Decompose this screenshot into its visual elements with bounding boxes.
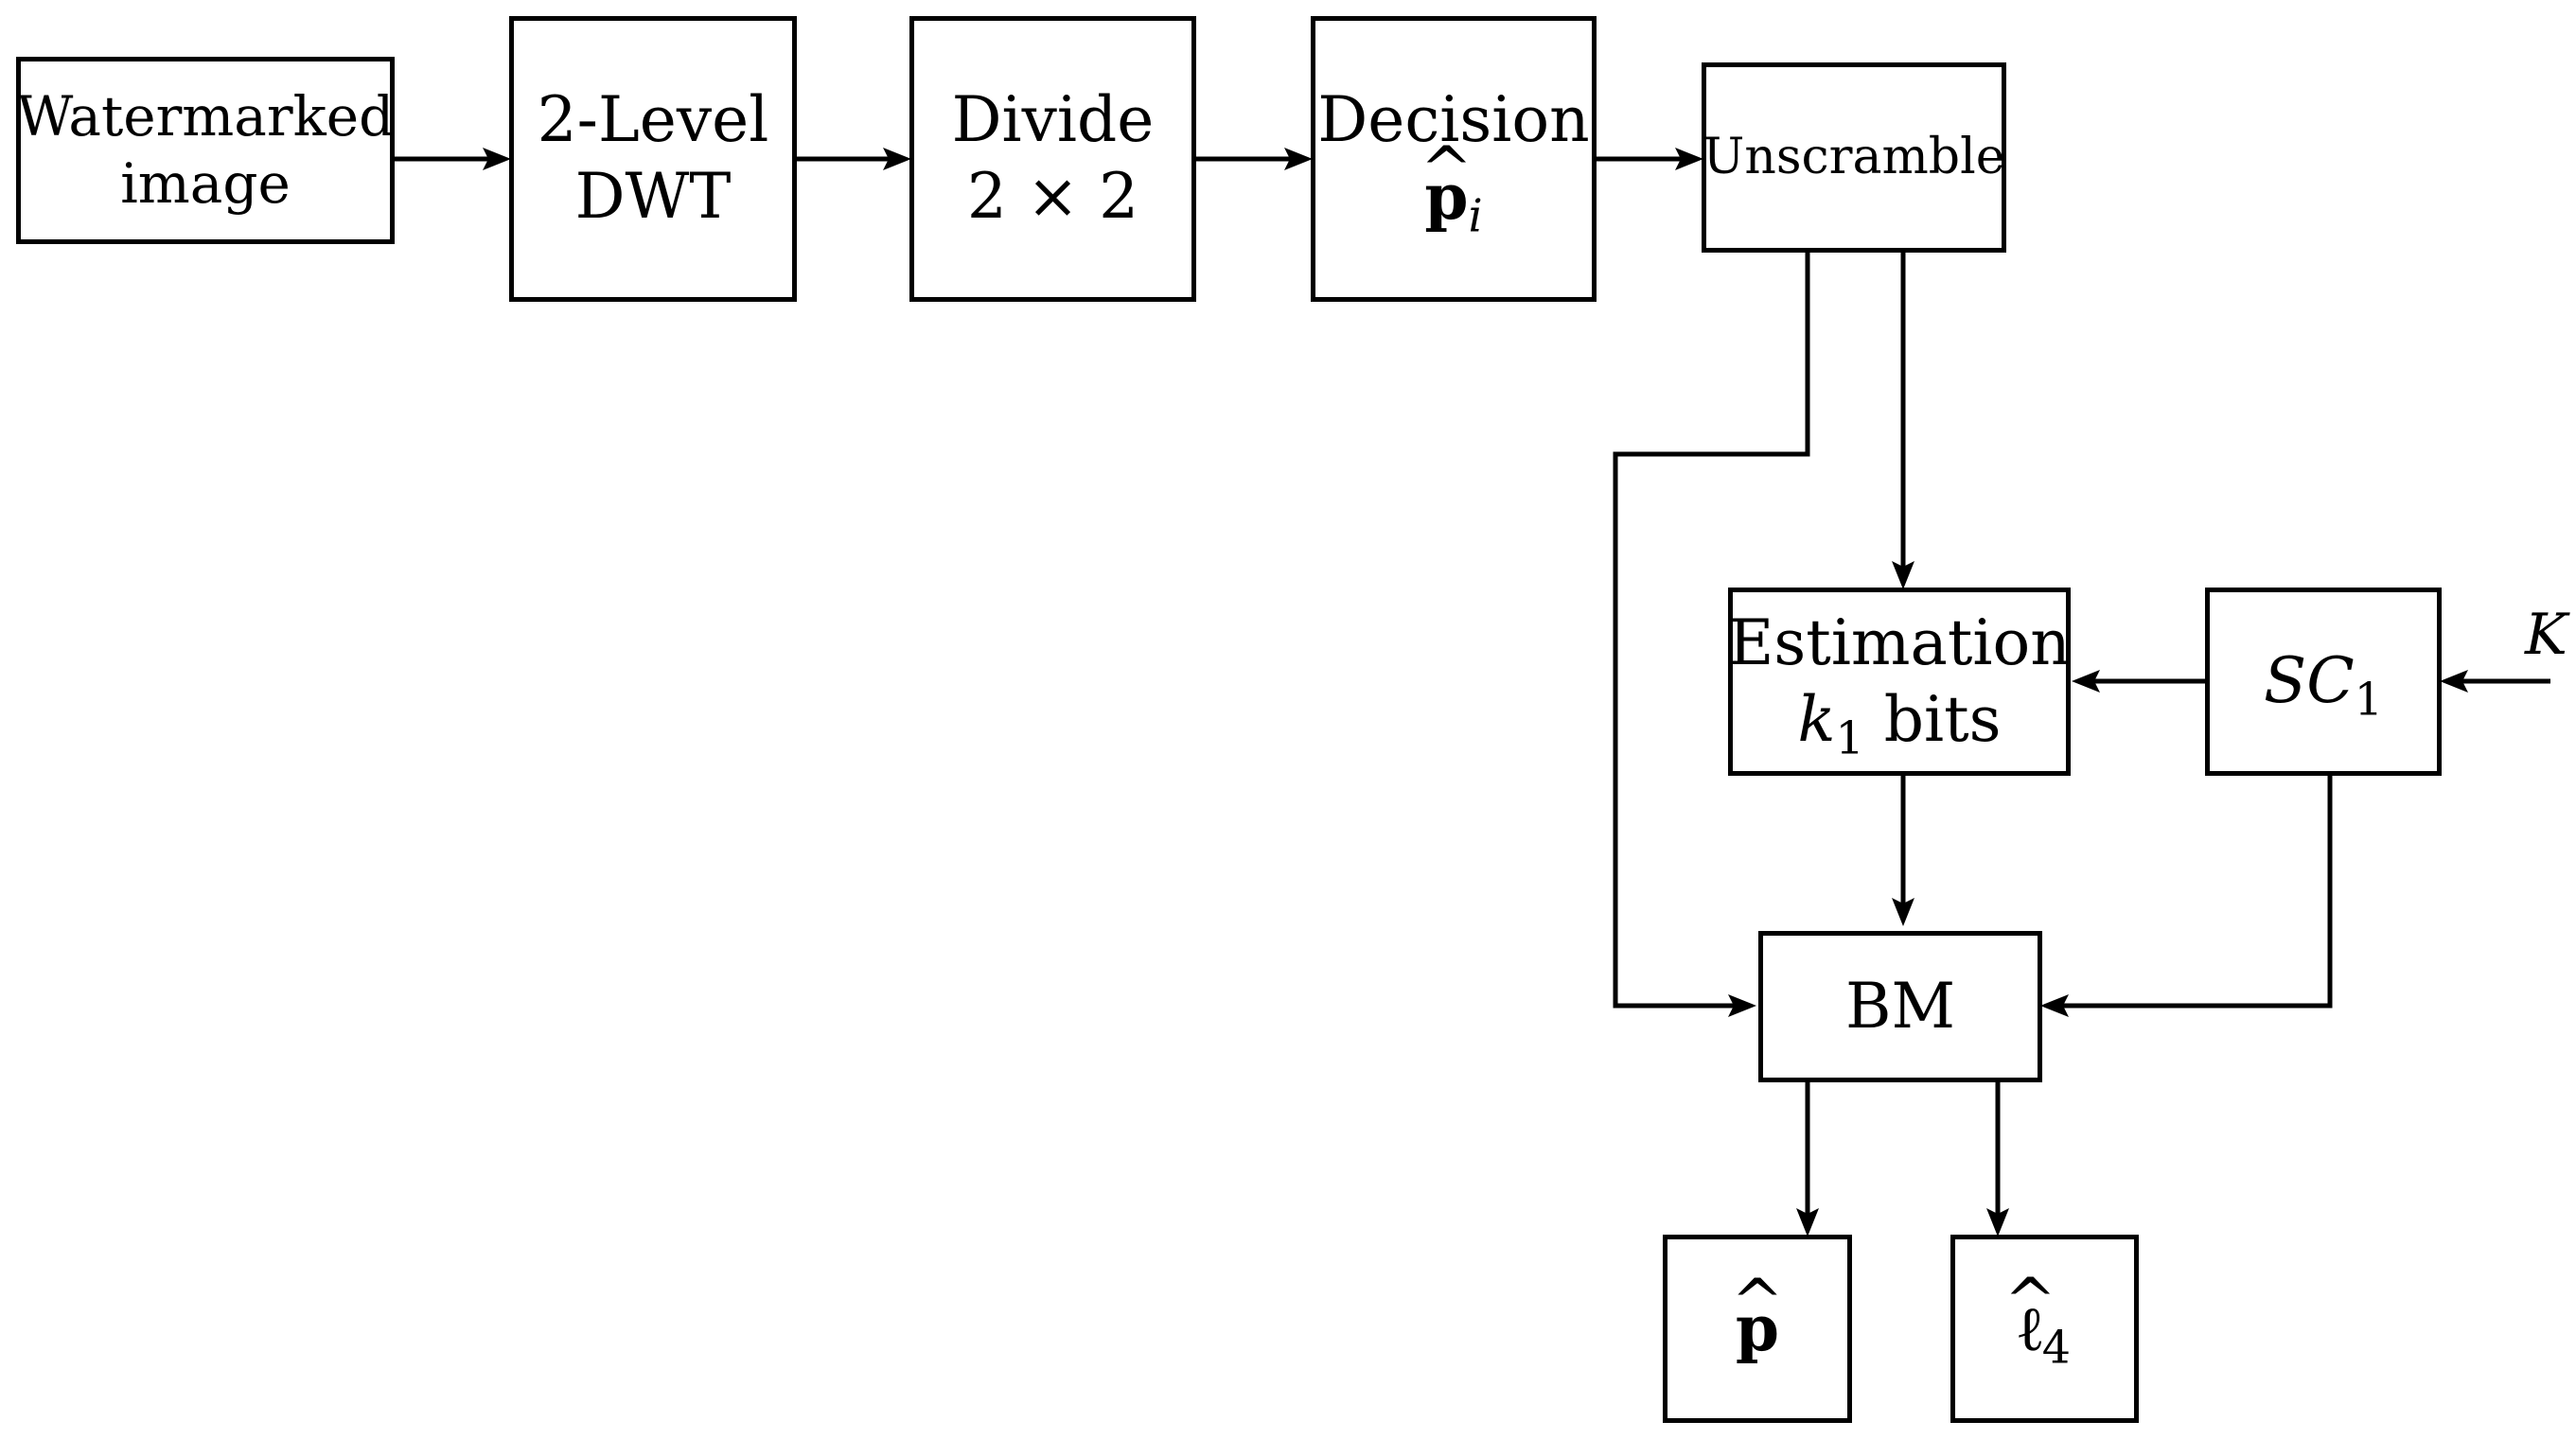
estimation-subscript: 1 — [1835, 711, 1864, 764]
divide-label-line2: 2 × 2 — [966, 160, 1139, 233]
arrowhead-estimation-to-bm — [1892, 898, 1914, 926]
arrowhead-key-to-sc1 — [2440, 670, 2468, 693]
arrowhead-unscramble-to-estimation — [1892, 561, 1914, 589]
decision-block: Decision pi — [1311, 16, 1597, 302]
bm-label: BM — [1844, 969, 1956, 1043]
l-hat-symbol: ℓ — [2019, 1290, 2042, 1367]
arrowhead-decision-to-unscramble — [1675, 148, 1703, 170]
dwt-block: 2-Level DWT — [509, 16, 797, 302]
divide-label-line1: Divide — [951, 83, 1155, 157]
l4-hat-output-label: ℓ4 — [2019, 1290, 2071, 1371]
estimation-label-line1: Estimation — [1728, 605, 2071, 679]
sc1-block: SC1 — [2205, 588, 2442, 776]
arrowhead-bm-to-l4-hat — [1986, 1208, 2009, 1237]
decision-symbol: pi — [1424, 159, 1482, 239]
p-hat-output-symbol: p — [1736, 1290, 1779, 1367]
unscramble-label: Unscramble — [1703, 128, 2005, 185]
dwt-label-line2: DWT — [574, 160, 732, 233]
estimation-suffix: bits — [1883, 682, 2002, 756]
arrowhead-sc1-to-bm — [2040, 994, 2069, 1017]
arrowhead-bm-to-p-hat — [1796, 1208, 1819, 1237]
l4-hat-output-block: ℓ4 — [1950, 1235, 2139, 1423]
estimation-block: Estimation k1 bits — [1728, 588, 2071, 776]
sc1-main: SC — [2264, 644, 2355, 718]
divide-block: Divide 2 × 2 — [909, 16, 1196, 302]
bm-block: BM — [1758, 931, 2042, 1082]
dwt-label-line1: 2-Level — [537, 83, 769, 157]
sc1-subscript: 1 — [2354, 674, 2383, 727]
sc1-label: SC1 — [2264, 643, 2383, 723]
p-hat-symbol: p — [1424, 159, 1468, 236]
estimation-label-line2: k1 bits — [1797, 682, 2002, 762]
p-hat-output-block: p — [1663, 1235, 1852, 1423]
arrowhead-dwt-to-divide — [883, 148, 911, 170]
arrowhead-unscramble-to-bm — [1728, 994, 1756, 1017]
key-input-label: K — [2525, 602, 2567, 668]
watermarked-image-label-line1: Watermarked — [16, 84, 395, 149]
unscramble-block: Unscramble — [1702, 62, 2006, 253]
arrowhead-divide-to-decision — [1284, 148, 1313, 170]
estimation-var: k — [1797, 682, 1836, 756]
watermarked-image-block: Watermarked image — [16, 57, 395, 244]
watermarked-image-label-line2: image — [120, 151, 291, 216]
arrowhead-sc1-to-estimation — [2072, 670, 2100, 693]
arrow-unscramble-to-bm — [1613, 251, 1810, 1009]
arrow-sc1-to-bm — [2055, 774, 2333, 1009]
arrowhead-image-to-dwt — [483, 148, 511, 170]
